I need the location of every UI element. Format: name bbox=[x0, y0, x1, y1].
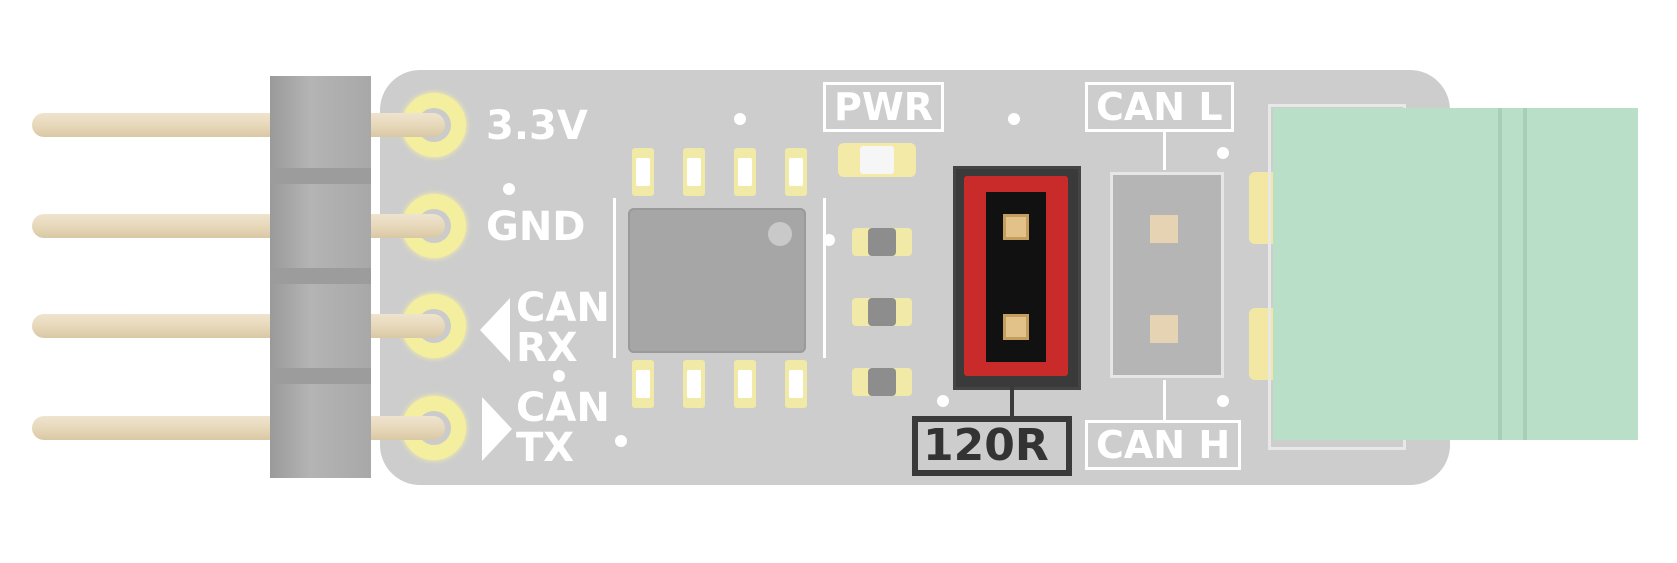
header-segment-divider bbox=[270, 168, 371, 184]
jumper-label-inner bbox=[918, 422, 1066, 470]
jumper-pin bbox=[1003, 314, 1029, 340]
ic-pin1-marker bbox=[768, 222, 792, 246]
silkscreen-dot bbox=[615, 435, 627, 447]
pin-tip-3v3 bbox=[371, 113, 445, 137]
jumper-leader-line bbox=[1010, 384, 1014, 418]
ic-leg bbox=[785, 148, 807, 196]
can-l-label: CAN L bbox=[1085, 82, 1234, 132]
silkscreen-dot bbox=[503, 183, 515, 195]
pin-label-can-rx-line1: CAN bbox=[516, 285, 610, 331]
ic-leg bbox=[734, 360, 756, 408]
smd-component bbox=[852, 298, 912, 326]
silkscreen-dot bbox=[1217, 147, 1229, 159]
pin-tip-can-tx bbox=[371, 416, 445, 440]
silkscreen-dot bbox=[1008, 113, 1020, 125]
pcb-board bbox=[380, 70, 1450, 485]
pin-tip-can-rx bbox=[371, 314, 445, 338]
pin-label-can-rx-line2: RX bbox=[516, 325, 578, 371]
pin-label-can-tx-line1: CAN bbox=[516, 385, 610, 431]
jumper-120r[interactable] bbox=[964, 176, 1068, 376]
ic-leg bbox=[683, 148, 705, 196]
ic-outline bbox=[613, 198, 826, 358]
pin-label-3v3: 3.3V bbox=[486, 103, 588, 149]
pwr-led bbox=[838, 143, 916, 177]
can-header bbox=[1110, 172, 1224, 378]
header-segment-divider bbox=[270, 368, 371, 384]
ic-leg bbox=[683, 360, 705, 408]
ic-leg bbox=[734, 148, 756, 196]
smd-component bbox=[852, 368, 912, 396]
ic-leg bbox=[632, 148, 654, 196]
silkscreen-dot bbox=[823, 234, 835, 246]
ic-leg bbox=[632, 360, 654, 408]
jumper-pin bbox=[1003, 214, 1029, 240]
silkscreen-dot bbox=[553, 370, 565, 382]
can-l-leader bbox=[1163, 130, 1166, 170]
ic-leg bbox=[785, 360, 807, 408]
arrow-left-icon bbox=[480, 298, 510, 362]
arrow-right-icon bbox=[482, 397, 512, 461]
silkscreen-dot bbox=[1217, 395, 1229, 407]
silkscreen-dot bbox=[937, 395, 949, 407]
smd-component bbox=[852, 228, 912, 256]
pin-tip-gnd bbox=[371, 214, 445, 238]
jumper-label: 120R bbox=[923, 420, 1049, 471]
terminal-block bbox=[1273, 108, 1638, 440]
pwr-label: PWR bbox=[823, 82, 945, 132]
pin-label-can-tx-line2: TX bbox=[516, 425, 575, 471]
pin-header-block bbox=[270, 76, 371, 478]
pin-label-gnd: GND bbox=[486, 204, 586, 250]
can-h-leader bbox=[1163, 380, 1166, 420]
ic-chip bbox=[628, 208, 806, 353]
header-segment-divider bbox=[270, 268, 371, 284]
can-h-label: CAN H bbox=[1085, 420, 1242, 470]
silkscreen-dot bbox=[734, 113, 746, 125]
